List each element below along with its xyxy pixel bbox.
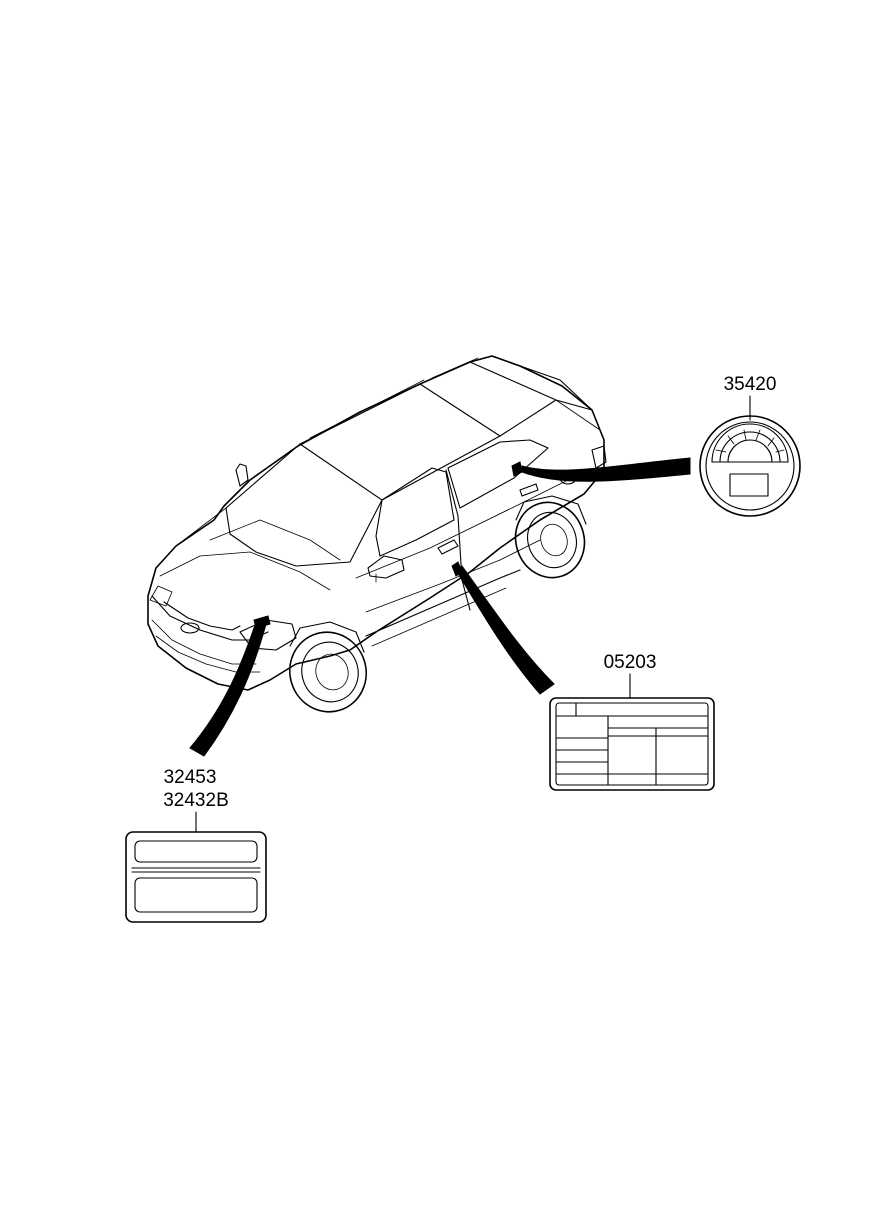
part-number-35420: 35420	[724, 374, 777, 395]
part-35420: 35420	[699, 374, 801, 517]
rect-label-outer	[125, 831, 267, 923]
table-label-outer	[549, 697, 715, 791]
part-number-32453: 32453	[164, 767, 217, 788]
round-label-outer	[699, 415, 801, 517]
part-number-32432b: 32432B	[163, 790, 229, 811]
part-05203: 05203	[549, 652, 715, 791]
part-32453-32432b: 32453 32432B	[125, 767, 267, 923]
part-number-05203: 05203	[604, 652, 657, 673]
leader-lines	[189, 457, 691, 757]
